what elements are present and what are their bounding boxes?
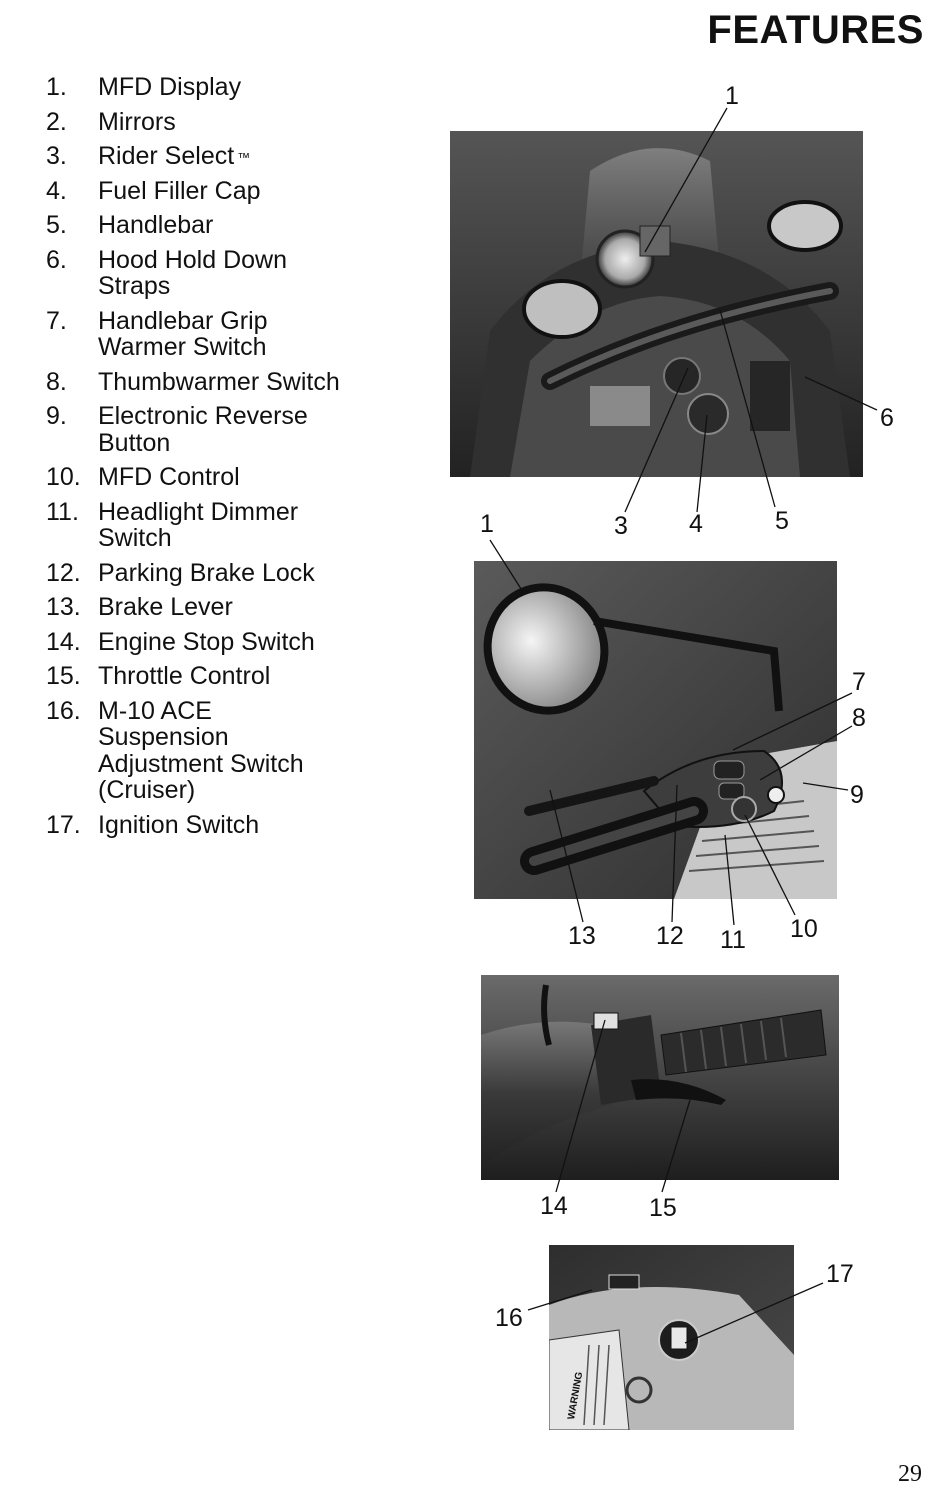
callout-label: 13	[568, 922, 596, 950]
page-number: 29	[898, 1461, 922, 1487]
callout-label: 11	[720, 926, 746, 954]
list-item: 16.M-10 ACE Suspension Adjustment Switch…	[46, 696, 304, 804]
callout-label: 9	[850, 781, 864, 809]
list-item: 15.Throttle Control	[46, 662, 271, 690]
list-item: 6.Hood Hold Down Straps	[46, 245, 287, 300]
list-item: 10.MFD Control	[46, 463, 240, 491]
callout-label: 10	[790, 915, 818, 943]
callout-label: 14	[540, 1192, 568, 1220]
list-item: 13.Brake Lever	[46, 593, 233, 621]
callout-label: 4	[689, 510, 703, 538]
callout-label: 5	[775, 507, 789, 535]
list-item: 8.Thumbwarmer Switch	[46, 367, 340, 396]
callout-label: 12	[656, 922, 684, 950]
list-item: 5.Handlebar	[46, 211, 214, 239]
list-item: 12.Parking Brake Lock	[46, 558, 315, 587]
callout-label: 15	[649, 1194, 677, 1222]
list-item: 14.Engine Stop Switch	[46, 627, 315, 656]
list-item: 11.Headlight Dimmer Switch	[46, 497, 299, 552]
callout-label: 1	[480, 510, 494, 538]
callout-label: 1	[725, 82, 739, 110]
list-item: 4.Fuel Filler Cap	[46, 176, 261, 205]
list-item: 9.Electronic Reverse Button	[46, 402, 308, 457]
list-item: 17.Ignition Switch	[46, 810, 260, 839]
trademark-symbol: ™	[237, 150, 251, 165]
callout-label: 17	[826, 1260, 854, 1288]
callout-label: 7	[852, 668, 866, 696]
callout-label: 3	[614, 512, 628, 540]
page-title: FEATURES	[707, 8, 924, 52]
callout-label: 8	[852, 704, 866, 732]
photo-ignition: WARNING	[549, 1245, 794, 1430]
list-item: 7.Handlebar Grip Warmer Switch	[46, 306, 268, 361]
photo-left-controls	[474, 561, 837, 899]
photo-right-throttle	[481, 975, 839, 1180]
callout-label: 16	[495, 1304, 523, 1332]
list-item: 2.Mirrors	[46, 107, 176, 136]
list-item: 1.MFD Display	[46, 73, 242, 101]
photo-cockpit-front	[450, 131, 863, 477]
callout-label: 6	[880, 404, 894, 432]
